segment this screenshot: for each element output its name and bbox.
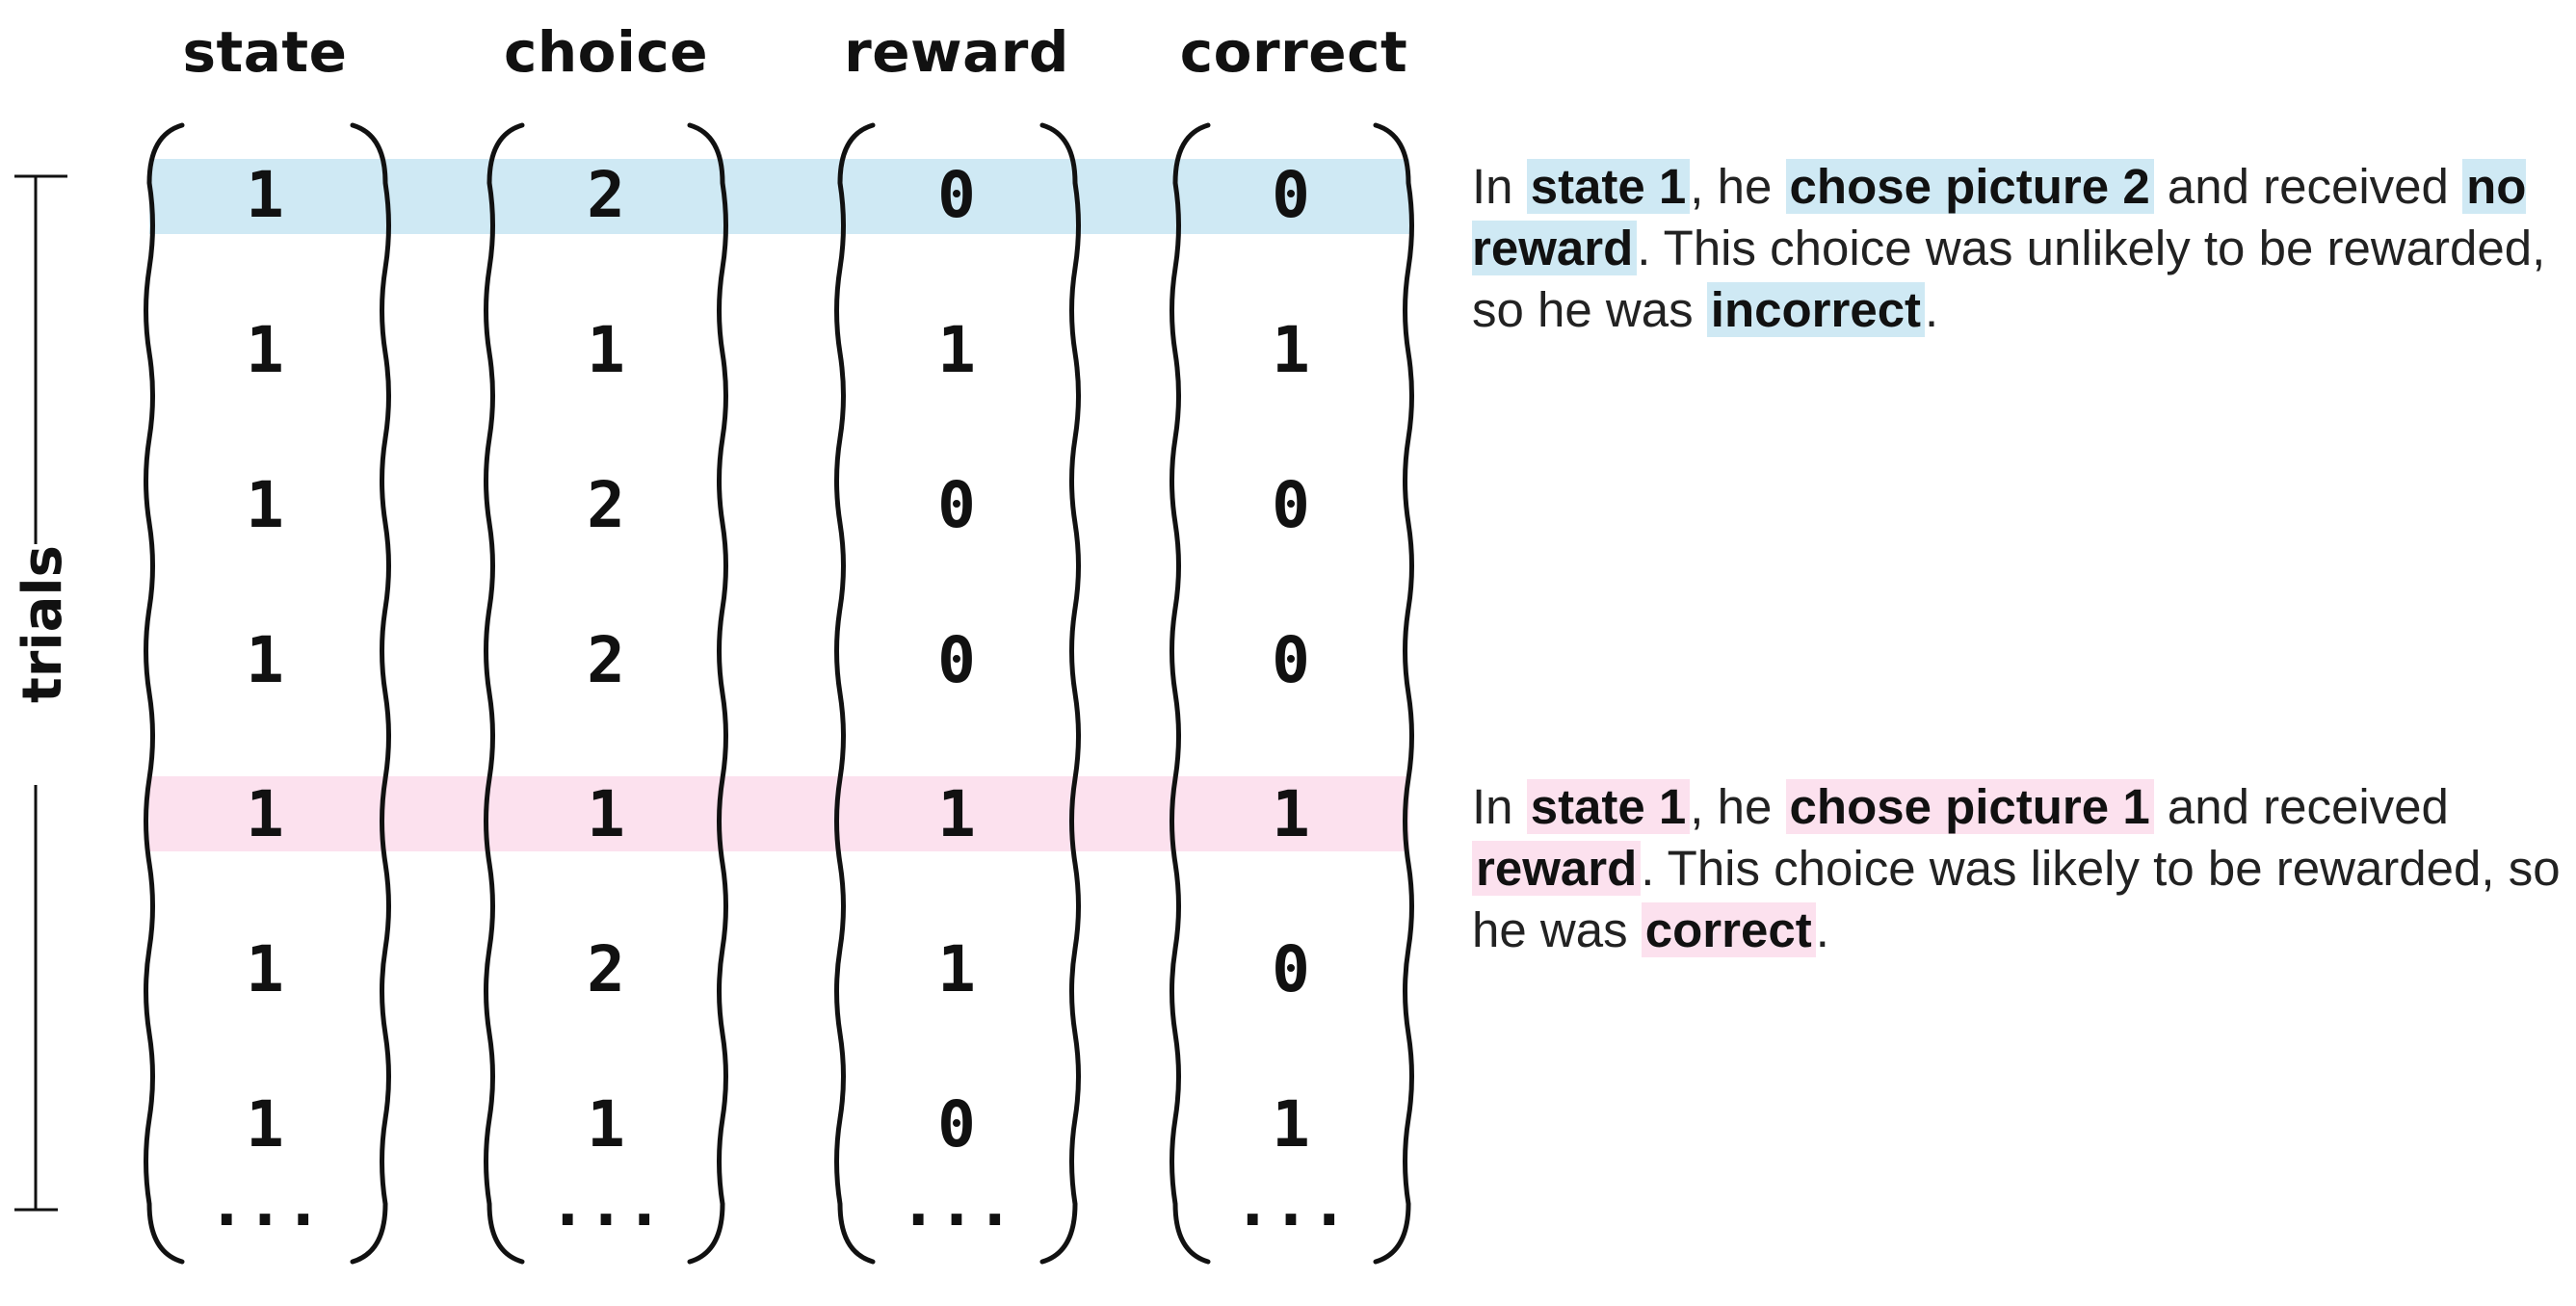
cell-reward-row-3: 0 xyxy=(937,468,976,542)
cell-reward-row-7: 0 xyxy=(937,1087,976,1162)
bracket-right-state xyxy=(350,122,391,1265)
annotation-text: , he xyxy=(1690,779,1786,834)
trials-axis-label: trials xyxy=(12,545,74,703)
cell-reward-row-4: 0 xyxy=(937,623,976,697)
annotation-text: In xyxy=(1472,779,1527,834)
cell-state-row-2: 1 xyxy=(246,313,284,387)
cell-correct-row-4: 0 xyxy=(1272,623,1310,697)
cell-correct-row-1: 0 xyxy=(1272,158,1310,232)
annotation-text: and received xyxy=(2153,779,2449,834)
cell-correct-row-5: 1 xyxy=(1272,777,1310,851)
annotation-highlight: correct xyxy=(1641,902,1816,957)
cell-correct-row-2: 1 xyxy=(1272,313,1310,387)
ellipsis-correct: ... xyxy=(1233,1166,1349,1241)
cell-choice-row-3: 2 xyxy=(587,468,625,542)
row-highlight-pink xyxy=(149,776,1409,851)
cell-choice-row-6: 2 xyxy=(587,932,625,1006)
cell-correct-row-6: 0 xyxy=(1272,932,1310,1006)
row-highlight-blue xyxy=(149,159,1409,234)
ellipsis-reward: ... xyxy=(899,1166,1014,1241)
cell-state-row-4: 1 xyxy=(246,623,284,697)
cell-state-row-3: 1 xyxy=(246,468,284,542)
cell-correct-row-7: 1 xyxy=(1272,1087,1310,1162)
bracket-left-state xyxy=(144,122,185,1265)
annotation-text: . xyxy=(1815,902,1829,957)
annotation-text: and received xyxy=(2153,159,2463,214)
column-header-reward: reward xyxy=(844,19,1069,85)
bracket-right-choice xyxy=(687,122,728,1265)
cell-choice-row-1: 2 xyxy=(587,158,625,232)
annotation-text: . This choice was likely to be rewarded,… xyxy=(1472,841,2561,957)
cell-choice-row-5: 1 xyxy=(587,777,625,851)
annotation-highlight: incorrect xyxy=(1706,282,1926,337)
annotation-text: . This choice was unlikely to be rewarde… xyxy=(1472,221,2546,337)
cell-reward-row-6: 1 xyxy=(937,932,976,1006)
annotation-text: . xyxy=(1925,282,1939,337)
column-header-state: state xyxy=(182,19,348,85)
cell-correct-row-3: 0 xyxy=(1272,468,1310,542)
annotation-text: , he xyxy=(1690,159,1786,214)
annotation-highlight: state 1 xyxy=(1526,779,1691,834)
cell-reward-row-2: 1 xyxy=(937,313,976,387)
cell-state-row-5: 1 xyxy=(246,777,284,851)
ellipsis-state: ... xyxy=(207,1166,323,1241)
cell-choice-row-2: 1 xyxy=(587,313,625,387)
annotation-incorrect-trial: In state 1, he chose picture 2 and recei… xyxy=(1472,156,2570,341)
annotation-highlight: state 1 xyxy=(1526,159,1691,214)
bracket-right-correct xyxy=(1373,122,1414,1265)
cell-choice-row-4: 2 xyxy=(587,623,625,697)
bracket-left-reward xyxy=(834,122,876,1265)
annotation-text: In xyxy=(1472,159,1527,214)
column-header-choice: choice xyxy=(503,19,709,85)
annotation-correct-trial: In state 1, he chose picture 1 and recei… xyxy=(1472,776,2570,961)
cell-reward-row-1: 0 xyxy=(937,158,976,232)
cell-state-row-1: 1 xyxy=(246,158,284,232)
bracket-left-correct xyxy=(1170,122,1211,1265)
column-header-correct: correct xyxy=(1179,19,1408,85)
annotation-highlight: chose picture 2 xyxy=(1785,159,2154,214)
cell-state-row-7: 1 xyxy=(246,1087,284,1162)
ellipsis-choice: ... xyxy=(548,1166,664,1241)
cell-state-row-6: 1 xyxy=(246,932,284,1006)
cell-reward-row-5: 1 xyxy=(937,777,976,851)
annotation-highlight: reward xyxy=(1472,841,1642,896)
cell-choice-row-7: 1 xyxy=(587,1087,625,1162)
bracket-left-choice xyxy=(484,122,525,1265)
bracket-right-reward xyxy=(1039,122,1081,1265)
annotation-highlight: chose picture 1 xyxy=(1785,779,2154,834)
